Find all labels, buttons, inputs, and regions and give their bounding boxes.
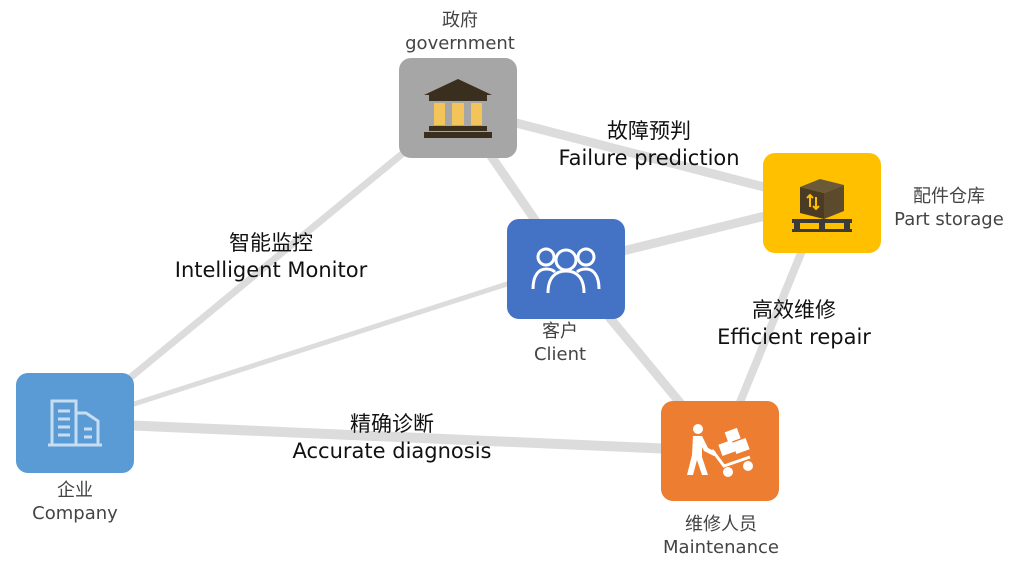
government-caption: 政府 government	[390, 9, 530, 55]
link-government-company	[71, 104, 462, 427]
failure-prediction-en: Failure prediction	[558, 146, 740, 170]
company-cn-label: 企业	[57, 480, 93, 501]
people-group-icon	[531, 247, 601, 294]
client-node[interactable]	[507, 219, 625, 319]
client-cn-label: 客户	[542, 321, 578, 342]
maintenance-en-label: Maintenance	[663, 537, 779, 558]
box-on-pallet-icon	[792, 179, 852, 232]
efficient-repair-cn: 高效维修	[752, 298, 836, 322]
link-government-part-storage	[453, 103, 827, 207]
link-company-maintenance	[70, 418, 725, 456]
intelligent-monitor-en: Intelligent Monitor	[174, 258, 368, 282]
client-en-label: Client	[533, 344, 587, 365]
client-caption: 客户 Client	[500, 320, 620, 366]
part-storage-caption: 配件仓库 Part storage	[884, 185, 1014, 231]
failure-prediction-label: 故障预判 Failure prediction	[545, 118, 753, 172]
hand-truck-worker-icon	[687, 424, 753, 477]
maintenance-caption: 维修人员 Maintenance	[645, 513, 797, 559]
government-en-label: government	[405, 33, 515, 54]
government-cn-label: 政府	[442, 10, 478, 31]
company-caption: 企业 Company	[15, 479, 135, 525]
office-building-icon	[48, 399, 102, 447]
efficient-repair-en: Efficient repair	[717, 325, 871, 349]
intelligent-monitor-label: 智能监控 Intelligent Monitor	[162, 230, 380, 284]
part-storage-en-label: Part storage	[894, 209, 1004, 230]
part-storage-node[interactable]	[763, 153, 881, 253]
efficient-repair-label: 高效维修 Efficient repair	[704, 297, 884, 351]
bank-building-icon	[424, 79, 492, 138]
maintenance-node[interactable]	[661, 401, 779, 501]
link-client-company	[72, 262, 569, 426]
failure-prediction-cn: 故障预判	[607, 119, 691, 143]
part-storage-cn-label: 配件仓库	[913, 186, 985, 207]
accurate-diagnosis-label: 精确诊断 Accurate diagnosis	[276, 411, 508, 465]
intelligent-monitor-cn: 智能监控	[229, 231, 313, 255]
company-node[interactable]	[16, 373, 134, 473]
government-node[interactable]	[399, 58, 517, 158]
maintenance-cn-label: 维修人员	[685, 514, 757, 535]
accurate-diagnosis-cn: 精确诊断	[350, 412, 434, 436]
company-en-label: Company	[32, 503, 118, 524]
accurate-diagnosis-en: Accurate diagnosis	[292, 439, 492, 463]
